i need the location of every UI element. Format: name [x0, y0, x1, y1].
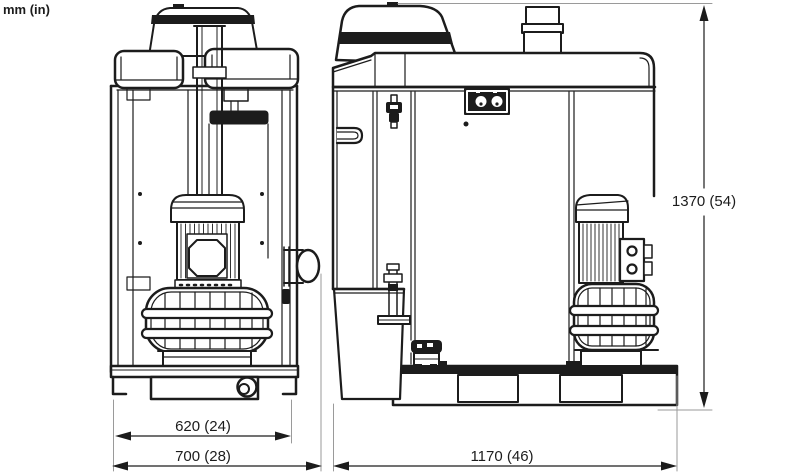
dimension-label-overall-width: 700 (28)	[175, 448, 231, 465]
dimension-label-base-width: 620 (24)	[175, 418, 231, 435]
lid-latch	[386, 94, 402, 129]
units-label: mm (in)	[3, 2, 50, 17]
dim-1170	[333, 461, 677, 471]
side-motor	[575, 194, 653, 284]
front-base	[109, 350, 300, 401]
side-view-drawing	[331, 2, 679, 407]
front-view-drawing	[109, 4, 321, 401]
dim-700	[112, 461, 322, 471]
center-column	[192, 25, 227, 197]
handle	[335, 126, 364, 145]
dim-1370	[699, 5, 709, 408]
dimension-lines	[112, 3, 713, 472]
front-blower-cage	[140, 286, 274, 354]
panel-bolt-dots	[138, 192, 264, 245]
dimension-label-overall-height: 1370 (54)	[669, 193, 739, 210]
collection-bin	[331, 287, 406, 401]
control-panel	[464, 88, 510, 115]
exhaust-stub	[521, 6, 564, 54]
side-lid	[331, 51, 656, 89]
outlet-pipe	[282, 246, 321, 304]
side-blower-cage	[568, 282, 660, 367]
lever-bracket	[377, 263, 411, 325]
dimension-label-overall-depth: 1170 (46)	[470, 448, 534, 465]
side-dome	[334, 2, 459, 66]
lower-latch	[411, 340, 442, 368]
extension-lines	[113, 3, 713, 472]
front-dome	[148, 4, 259, 57]
front-motor	[170, 194, 245, 291]
dim-620	[115, 431, 291, 441]
